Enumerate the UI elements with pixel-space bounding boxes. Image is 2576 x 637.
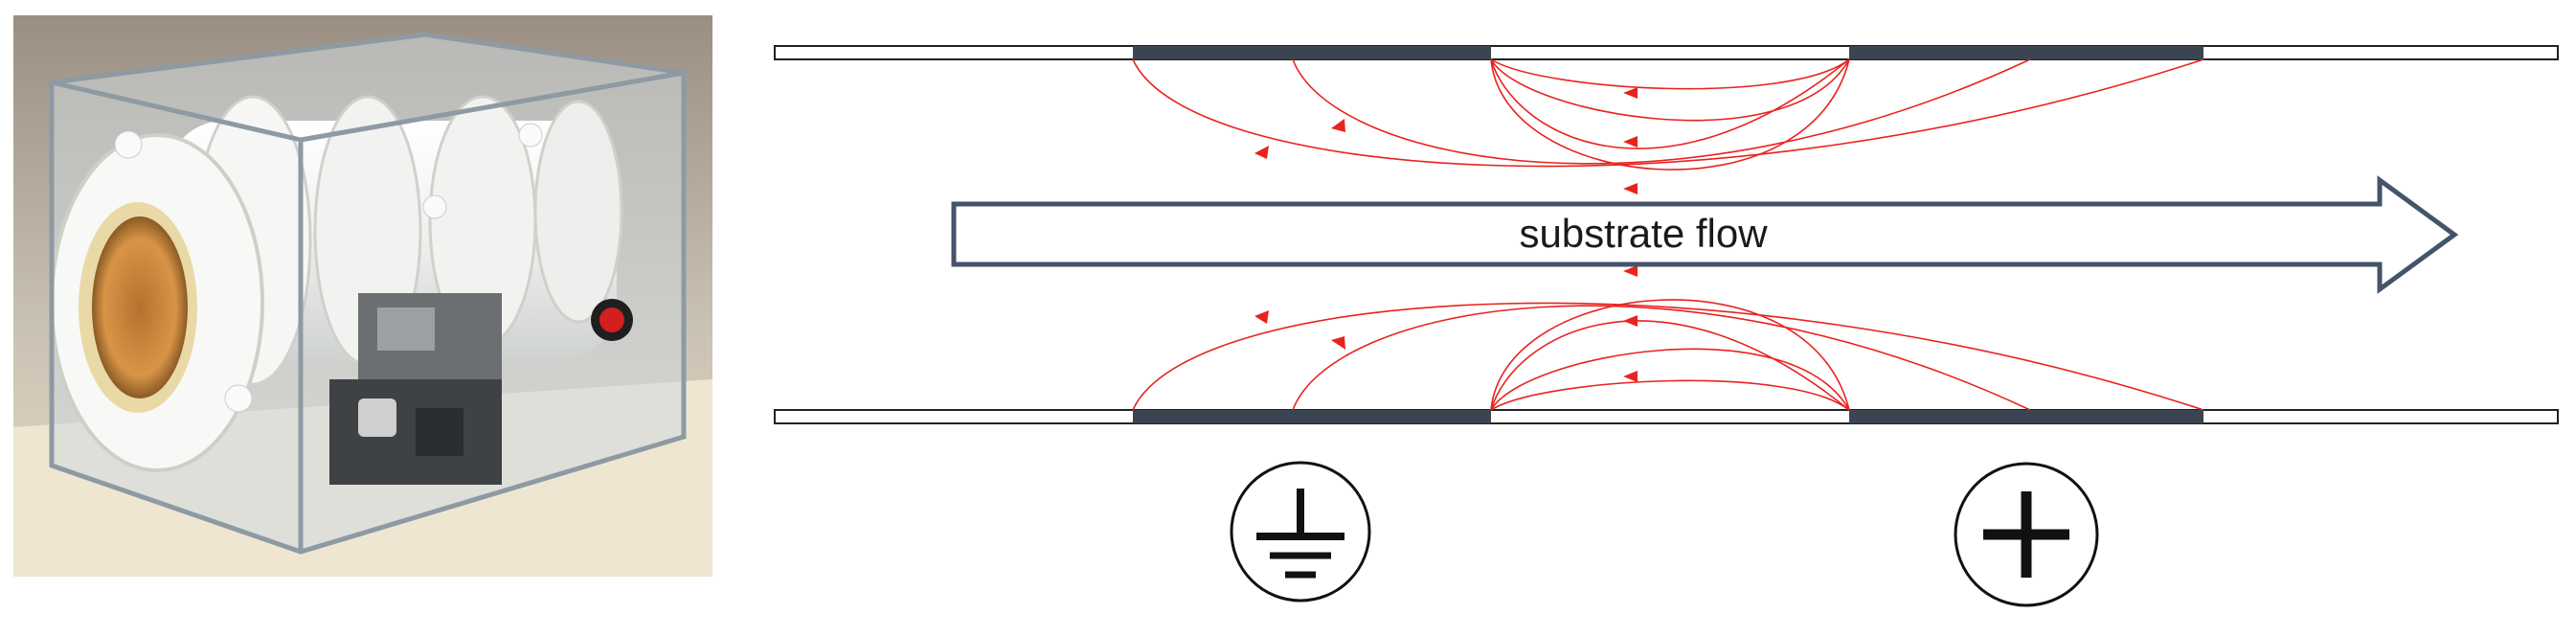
reactor-photo [13, 15, 712, 577]
ground-icon [1230, 461, 1371, 603]
plasma-field-diagram: substrate flow [757, 0, 2576, 632]
field-lines-bottom [1132, 299, 2204, 411]
field-arrows-top [1254, 87, 1638, 194]
substrate-flow-arrow [951, 175, 2459, 294]
field-arrows-bottom [1254, 265, 1638, 382]
bottom-electrode-left [1133, 410, 1491, 423]
substrate-flow-label: substrate flow [1519, 211, 1768, 256]
bottom-electrode-right [1849, 410, 2203, 423]
top-electrode-right [1849, 46, 2203, 59]
top-electrode-left [1133, 46, 1491, 59]
bottom-tube-wall [774, 409, 2559, 424]
top-tube-wall [774, 45, 2559, 60]
plus-icon [1954, 462, 2099, 607]
field-lines-top [1132, 58, 2204, 171]
